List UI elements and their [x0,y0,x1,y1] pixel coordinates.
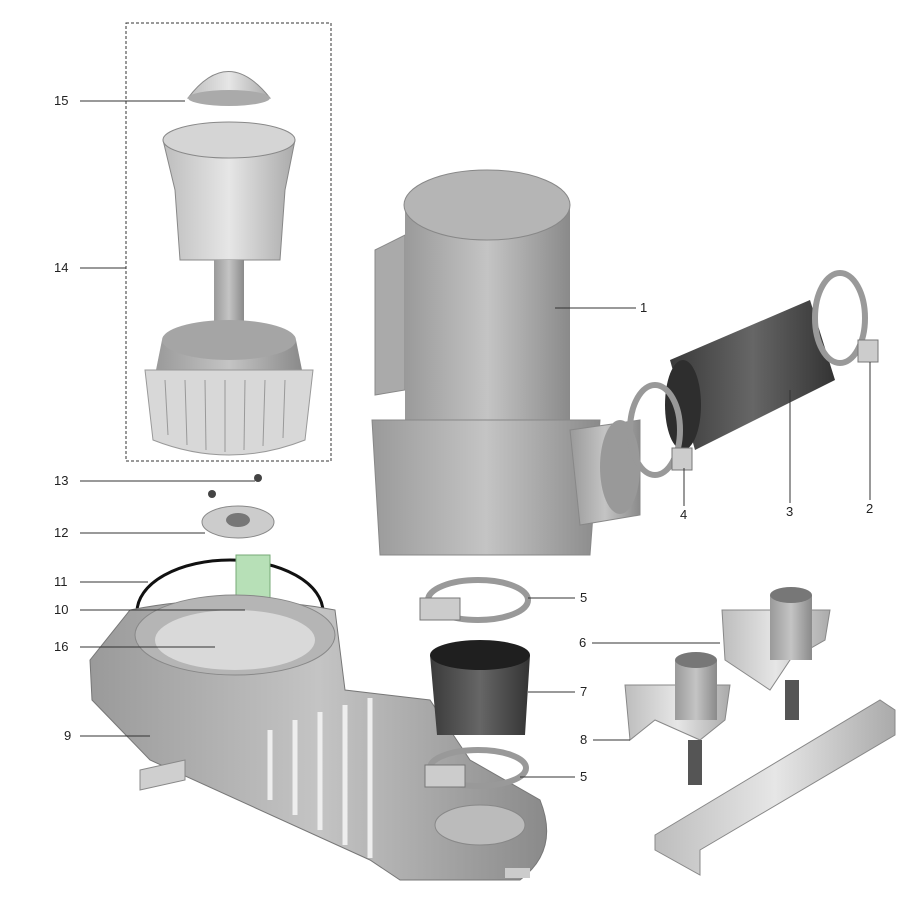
part-fittings [624,587,831,785]
callout-14: 14 [54,260,69,275]
callout-7: 7 [580,684,588,699]
callout-1: 1 [640,300,648,315]
part-mounting-bracket [654,699,896,876]
callout-5-upper: 5 [580,590,588,605]
part-rubber-sleeve [430,640,530,735]
part-motor [371,169,641,556]
callout-2: 2 [866,501,874,516]
callout-5-lower: 5 [580,769,588,784]
part-pump-housing [89,594,548,881]
callout-16: 16 [54,639,69,654]
part-impeller [144,121,314,456]
callout-15: 15 [54,93,69,108]
impeller-group-box [125,22,332,462]
callout-9: 9 [64,728,72,743]
callout-3: 3 [786,504,794,519]
part-hose [665,300,835,450]
part-flange [201,505,275,539]
part-hose-clamps [627,270,868,478]
callout-4: 4 [680,507,688,522]
callout-12: 12 [54,525,69,540]
callout-8: 8 [580,732,588,747]
callout-6: 6 [579,635,587,650]
leader-lines [80,100,871,778]
part-screws [208,474,262,498]
callout-13: 13 [54,473,69,488]
part-cap [186,71,272,106]
callout-10: 10 [54,602,69,617]
callout-11: 11 [54,574,68,589]
